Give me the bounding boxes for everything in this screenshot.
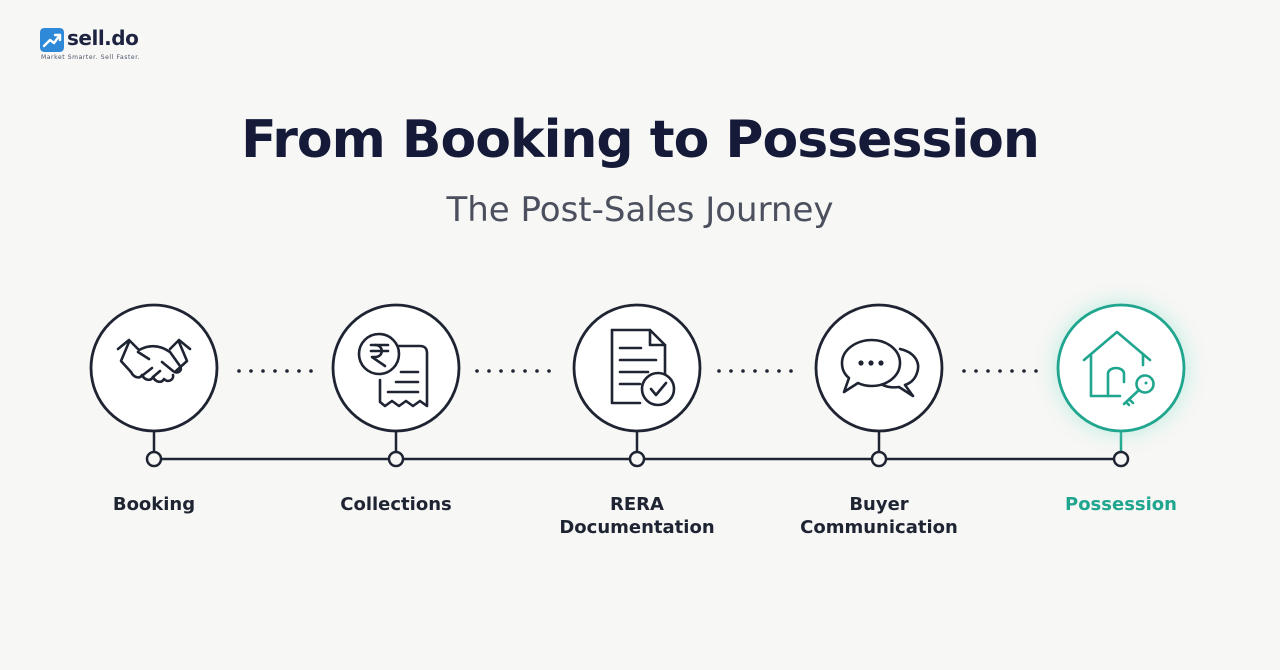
- stage-node: [628, 450, 646, 468]
- stage-rera-documentation: [572, 303, 702, 468]
- stage-label-buyer-communication: Buyer Communication: [800, 494, 958, 538]
- brand-tagline: Market Smarter. Sell Faster.: [41, 54, 141, 61]
- stage-node: [1112, 450, 1130, 468]
- page-subtitle: The Post-Sales Journey: [446, 190, 834, 230]
- dotted-connector-4: [962, 369, 1038, 373]
- stage-label-booking: Booking: [112, 494, 196, 515]
- stage-collections: [331, 303, 461, 468]
- stage-booking: [89, 303, 219, 468]
- page-title: From Booking to Possession: [241, 110, 1040, 170]
- stage-possession: [1055, 302, 1187, 468]
- stage-label-possession: Possession: [1065, 494, 1177, 515]
- handshake-icon: [116, 338, 192, 384]
- brand-name: sell.do: [67, 26, 139, 50]
- stage-label-rera-documentation: RERA Documentation: [559, 494, 715, 538]
- dotted-connector-2: [475, 369, 551, 373]
- chat-bubbles-icon: [840, 338, 920, 398]
- stage-node: [870, 450, 888, 468]
- stage-node: [145, 450, 163, 468]
- house-key-icon: [1082, 330, 1155, 407]
- document-check-icon: [610, 328, 676, 407]
- dotted-connector-3: [717, 369, 793, 373]
- rupee-receipt-icon: [357, 332, 429, 408]
- stage-buyer-communication: [814, 303, 944, 468]
- trending-up-icon: [40, 28, 64, 52]
- stage-node: [387, 450, 405, 468]
- stage-label-collections: Collections: [340, 494, 452, 515]
- dotted-connector-1: [237, 369, 313, 373]
